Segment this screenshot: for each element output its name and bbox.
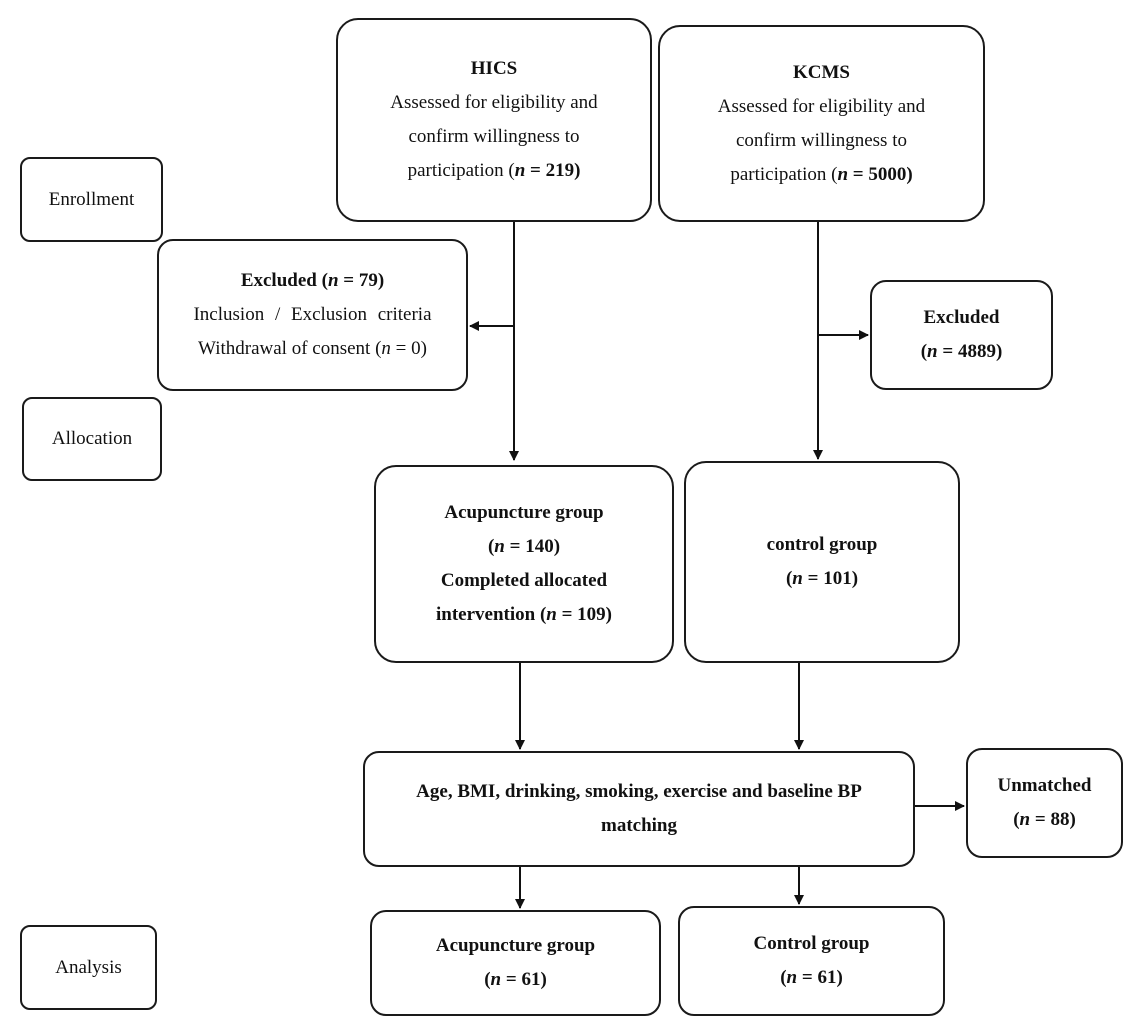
acupuncture-final-title: Acupuncture group (435, 935, 596, 956)
acupuncture-allocation-title: Acupuncture group (444, 502, 604, 523)
control-allocation-title: control group (766, 534, 878, 555)
hics-line-3: participation (n = 219) (407, 160, 581, 181)
stage-allocation-label: Allocation (51, 428, 133, 449)
excluded-left-line-2: Inclusion / Exclusion criteria (193, 304, 432, 325)
matching-line-2: matching (601, 815, 677, 836)
stage-enrollment: Enrollment (20, 157, 163, 242)
excluded-right-line-2: (n = 4889) (920, 341, 1003, 362)
acupuncture-allocation-line-3: Completed allocated (440, 570, 608, 591)
unmatched-box: Unmatched (n = 88) (966, 748, 1123, 858)
control-allocation-line-2: (n = 101) (785, 568, 859, 589)
excluded-left-box: Excluded (n = 79) Inclusion / Exclusion … (157, 239, 468, 391)
acupuncture-allocation-box: Acupuncture group (n = 140) Completed al… (374, 465, 674, 663)
unmatched-title: Unmatched (997, 775, 1092, 796)
hics-line-2: confirm willingness to (408, 126, 580, 147)
hics-line-1: Assessed for eligibility and (390, 92, 598, 113)
control-final-box: Control group (n = 61) (678, 906, 945, 1016)
kcms-line-1: Assessed for eligibility and (717, 95, 926, 117)
control-final-title: Control group (753, 933, 870, 954)
acupuncture-allocation-line-4: intervention (n = 109) (435, 604, 613, 625)
acupuncture-final-line-2: (n = 61) (484, 969, 547, 990)
excluded-left-title: Excluded (n = 79) (240, 270, 385, 291)
kcms-line-2: confirm willingness to (736, 129, 907, 151)
excluded-right-title: Excluded (923, 307, 1000, 328)
unmatched-line-2: (n = 88) (1013, 809, 1076, 830)
acupuncture-final-box: Acupuncture group (n = 61) (370, 910, 661, 1016)
control-final-line-2: (n = 61) (780, 967, 843, 988)
hics-box: HICS Assessed for eligibility and confir… (336, 18, 652, 222)
kcms-title: KCMS (793, 61, 850, 83)
excluded-right-box: Excluded (n = 4889) (870, 280, 1053, 390)
kcms-box: KCMS Assessed for eligibility and confir… (658, 25, 985, 222)
acupuncture-allocation-line-2: (n = 140) (487, 536, 561, 557)
stage-enrollment-label: Enrollment (48, 188, 135, 210)
stage-analysis-label: Analysis (55, 956, 122, 978)
matching-line-1: Age, BMI, drinking, smoking, exercise an… (416, 781, 862, 802)
matching-box: Age, BMI, drinking, smoking, exercise an… (363, 751, 915, 867)
excluded-left-line-3: Withdrawal of consent (n = 0) (198, 338, 427, 359)
hics-title: HICS (470, 58, 518, 79)
control-allocation-box: control group (n = 101) (684, 461, 960, 663)
stage-allocation: Allocation (22, 397, 162, 481)
stage-analysis: Analysis (20, 925, 157, 1010)
kcms-line-3: participation (n = 5000) (730, 163, 913, 185)
